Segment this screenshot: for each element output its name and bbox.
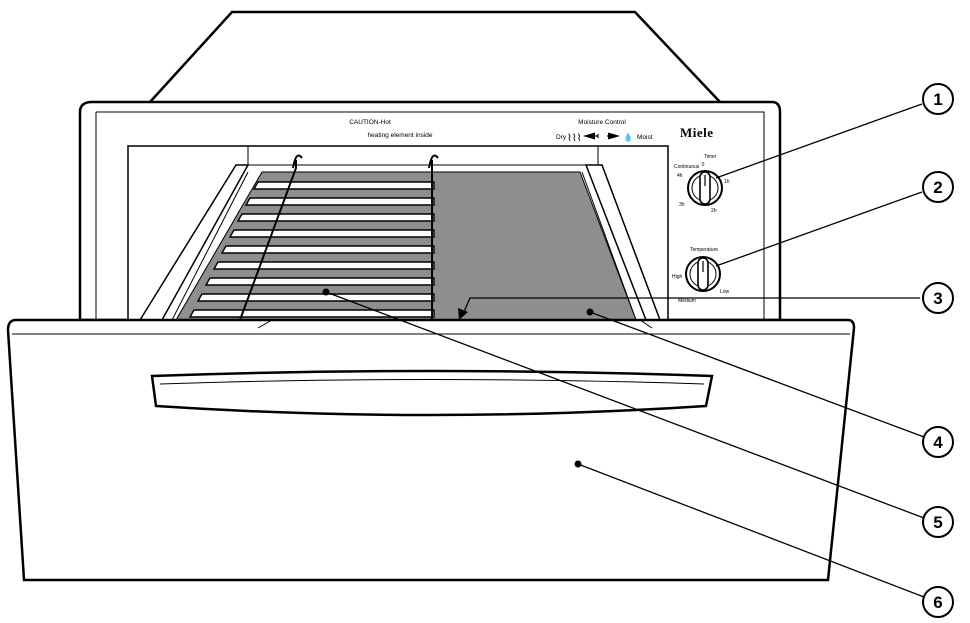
steam-icon: ⌇⌇⌇ (567, 133, 582, 144)
temperature-knob[interactable] (685, 256, 721, 292)
leader-dot-5 (322, 288, 330, 296)
front-frame-inner-edge (95, 111, 765, 320)
leader-line-1 (715, 103, 923, 179)
caution-line-2: heating element inside (367, 132, 432, 139)
callout-6: 6 (922, 586, 954, 618)
rack-side-rail (239, 160, 297, 321)
moisture-dry-label: Dry (556, 134, 567, 141)
arrow-right-head (608, 132, 620, 140)
callout-number: 5 (933, 513, 942, 532)
timer-continuous-label: Continuous (674, 164, 700, 170)
callout-circle (922, 282, 954, 314)
timer-3h-label: 3h (679, 202, 685, 208)
leader-dot-6 (574, 460, 582, 468)
moisture-control-title: Moisture Control (578, 119, 626, 126)
leader-line-6 (577, 463, 925, 598)
wire-rack (188, 154, 439, 321)
leader-lines (325, 103, 925, 598)
drawer-front (6, 318, 856, 582)
cabinet-top (149, 10, 721, 103)
callout-4: 4 (922, 426, 954, 458)
timer-2h-label: 2h (711, 208, 717, 214)
timer-knob-grip (699, 171, 711, 205)
drawer-handle[interactable] (150, 369, 714, 417)
leader-arrowhead-3 (458, 308, 468, 320)
timer-zero-label: 0 (702, 162, 705, 168)
drawer-handle-highlight (159, 379, 705, 385)
callout-circle (922, 506, 954, 538)
leader-dot-4 (586, 308, 594, 316)
timer-knob[interactable] (687, 170, 723, 206)
callout-3: 3 (922, 282, 954, 314)
rack-bar (196, 293, 435, 302)
timer-4h-label: 4h (677, 173, 683, 179)
rack-bar (236, 213, 435, 222)
rack-bar (228, 229, 435, 238)
callout-number: 2 (933, 178, 942, 197)
temperature-high-label: High (672, 274, 683, 280)
temperature-medium-label: Medium (678, 298, 696, 304)
callout-number: 4 (933, 433, 943, 452)
arrow-left-head (583, 132, 595, 140)
temperature-knob-grip (697, 257, 709, 291)
callout-5: 5 (922, 506, 954, 538)
rack-bar (204, 277, 435, 286)
caution-line-1: CAUTION-Hot (349, 119, 391, 126)
callout-number: 1 (933, 90, 942, 109)
droplets-icon: 💧 (623, 132, 633, 142)
callout-number: 6 (933, 593, 942, 612)
leader-line-4 (589, 311, 925, 438)
moisture-moist-label: Moist (637, 134, 653, 141)
rack-bar (244, 197, 435, 206)
drawer-opening-top-strip (247, 146, 599, 166)
timer-1h-label: 1h (724, 179, 730, 185)
callout-1: 1 (922, 83, 954, 115)
callout-circle (922, 83, 954, 115)
callout-circle (922, 586, 954, 618)
leader-line-2 (715, 191, 923, 267)
drawer-front-slope (257, 319, 653, 329)
callout-2: 2 (922, 171, 954, 203)
callout-number: 3 (933, 289, 942, 308)
rack-bar (252, 181, 435, 190)
callout-circle (922, 171, 954, 203)
rack-bar (212, 261, 435, 270)
callout-circle (922, 426, 954, 458)
rack-hook-right (428, 154, 439, 169)
brand-logo: Miele (680, 125, 714, 140)
drawer-left-wall-inner (171, 171, 249, 321)
rack-bar (188, 309, 435, 318)
leader-line-3 (462, 297, 920, 315)
timer-title: Timer (704, 154, 717, 160)
rack-bar (220, 245, 435, 254)
temperature-low-label: Low (720, 289, 730, 295)
rack-hook-left (292, 154, 303, 169)
temperature-title: Temperature (690, 247, 718, 253)
leader-line-5 (325, 291, 925, 519)
